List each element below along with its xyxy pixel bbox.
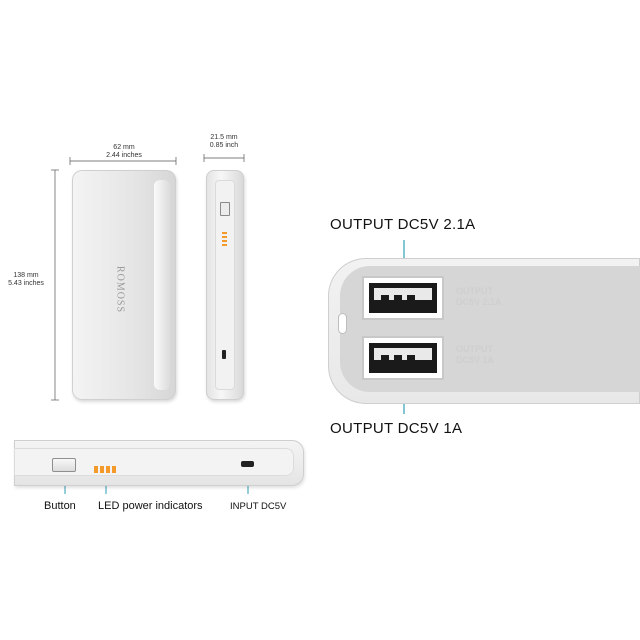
depth-dimension: 21.5 mm 0.85 inch — [196, 134, 252, 150]
height-in-label: 5.43 inches — [8, 280, 44, 287]
width-in-label: 2.44 inches — [106, 152, 142, 159]
led-label: LED power indicators — [98, 500, 203, 512]
input-port-icon — [241, 461, 254, 467]
side-view-face — [215, 180, 235, 390]
depth-mm-label: 21.5 mm — [210, 134, 238, 141]
front-view-body — [72, 170, 176, 400]
input-label: INPUT DC5V — [230, 501, 287, 512]
depth-in-label: 0.85 inch — [209, 142, 239, 149]
power-button-icon — [52, 458, 76, 472]
port1-line2: DC5V 2.1A — [456, 297, 502, 307]
height-mm-label: 138 mm — [13, 272, 39, 279]
side-input-port-icon — [222, 350, 226, 359]
usb-port-2-1a — [362, 276, 444, 320]
brand-logo: ROMOSS — [114, 265, 126, 314]
usb-port-1a — [362, 336, 444, 380]
power-indicator-light — [339, 314, 346, 333]
width-dimension: 62 mm 2.44 inches — [74, 144, 174, 160]
front-view-bevel — [154, 180, 170, 390]
output-bottom-label: OUTPUT DC5V 1A — [330, 420, 463, 437]
button-label: Button — [44, 500, 76, 512]
port2-line1: OUTPUT — [456, 344, 493, 354]
port2-line2: DC5V 1A — [456, 355, 495, 365]
port2-text: OUTPUT DC5V 1A — [456, 344, 494, 366]
side-view-body — [206, 170, 244, 400]
height-dimension: 138 mm 5.43 inches — [2, 272, 50, 288]
width-mm-label: 62 mm — [113, 144, 135, 151]
side-led-icon — [222, 232, 227, 246]
side-button-icon — [220, 202, 230, 216]
port1-text: OUTPUT DC5V 2.1A — [456, 286, 502, 308]
led-indicators-icon — [94, 460, 116, 478]
port1-line1: OUTPUT — [456, 286, 493, 296]
output-top-label: OUTPUT DC5V 2.1A — [330, 216, 476, 233]
